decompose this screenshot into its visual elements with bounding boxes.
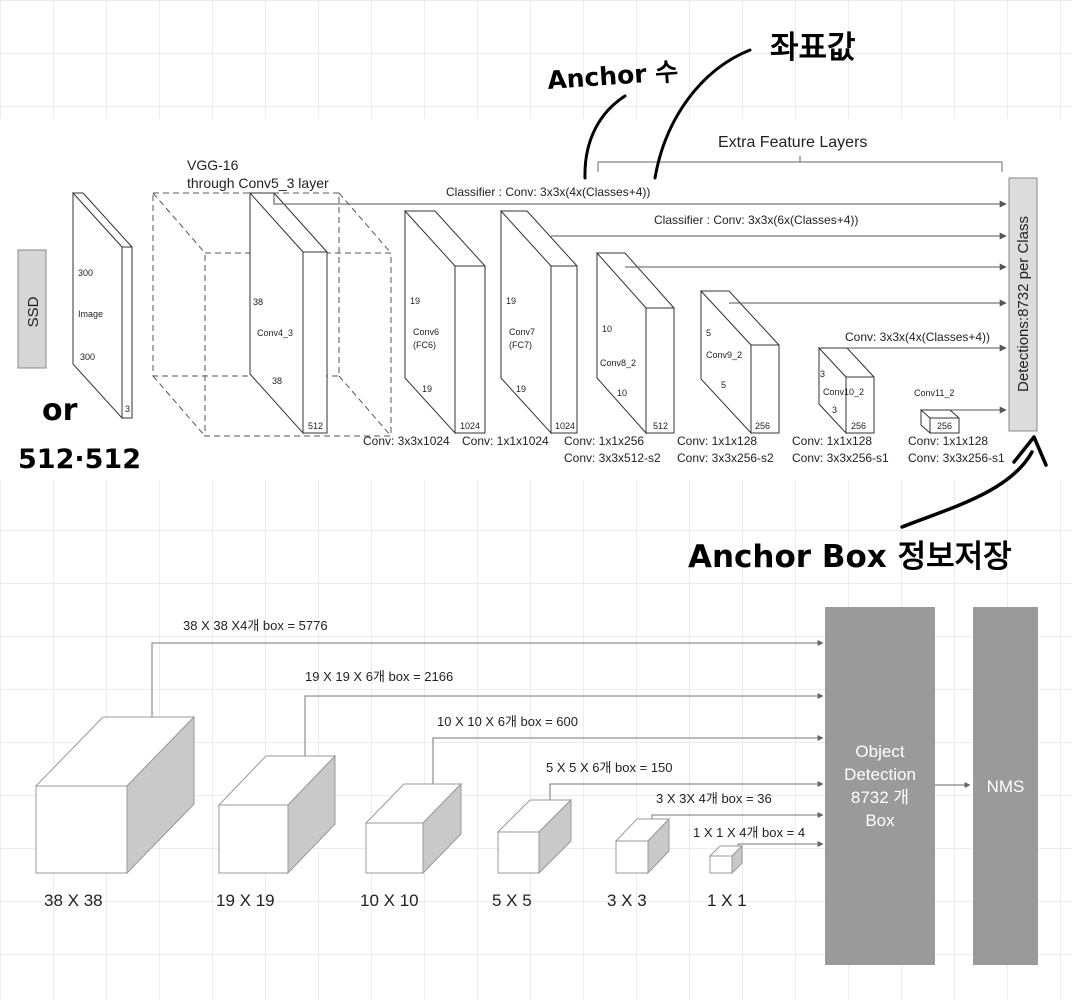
conv10-width-label: 3	[832, 405, 837, 415]
size-label: 3 X 3	[607, 891, 647, 910]
conv6-depth-label: 1024	[460, 421, 480, 431]
image-width-label: 300	[80, 352, 95, 362]
vgg-title-line1: VGG-16	[187, 157, 239, 173]
conv-label-c3b: Conv: 3x3x512-s2	[564, 451, 661, 465]
conv9-height-label: 5	[706, 328, 711, 338]
ssd-label: SSD	[25, 296, 42, 327]
handwritten-anchor-count: Anchor 수	[546, 57, 679, 95]
nms-panel: NMS	[973, 607, 1038, 965]
box-count-label: 5 X 5 X 6개 box = 150	[546, 760, 673, 775]
conv7-height-label: 19	[506, 296, 516, 306]
conv7-block: 19 Conv7 (FC7) 19 1024	[500, 209, 578, 435]
size-label: 1 X 1	[707, 891, 747, 910]
image-depth-label: 3	[125, 404, 130, 414]
conv6-height-label: 19	[410, 296, 420, 306]
conv-label-c4a: Conv: 1x1x128	[677, 434, 757, 448]
conv8-width-label: 10	[617, 388, 627, 398]
conv10-2-block: 3 Conv10_2 3 256	[818, 346, 875, 435]
box-count-label: 38 X 38 X4개 box = 5776	[183, 618, 328, 633]
box-count-label: 19 X 19 X 6개 box = 2166	[305, 669, 453, 684]
object-detection-panel: Object Detection 8732 개 Box	[825, 607, 935, 965]
handwritten-coords-stroke	[653, 48, 752, 180]
handwritten-store-arrowhead	[1012, 435, 1048, 467]
handwritten-anchor-box-store: Anchor Box 정보저장	[688, 539, 1012, 575]
image-name-label: Image	[78, 309, 103, 319]
conv6-name-label: Conv6	[413, 327, 439, 337]
conv6-fc-label: (FC6)	[413, 340, 436, 350]
conv4-width-label: 38	[272, 376, 282, 386]
classifier-label-1: Classifier : Conv: 3x3x(4x(Classes+4))	[446, 185, 650, 199]
conv-label-c3a: Conv: 1x1x256	[564, 434, 644, 448]
size-label: 19 X 19	[216, 891, 275, 910]
conv4-name-label: Conv4_3	[257, 328, 293, 338]
conv-label-c6a: Conv: 1x1x128	[908, 434, 988, 448]
conv10-height-label: 3	[820, 369, 825, 379]
handwritten-or: or	[42, 393, 78, 428]
cube-10	[364, 782, 463, 875]
classifier-label-3: Conv: 3x3x(4x(Classes+4))	[845, 330, 990, 344]
conv8-depth-label: 512	[653, 421, 668, 431]
conv10-depth-label: 256	[851, 421, 866, 431]
cube-19	[217, 754, 337, 875]
box-count-arrows	[151, 640, 824, 847]
nms-label: NMS	[986, 776, 1025, 796]
conv6-block: 19 Conv6 (FC6) 19 1024	[404, 209, 486, 435]
conv4-3-block: 38 Conv4_3 38 512	[249, 191, 328, 435]
cube-5	[496, 798, 573, 875]
handwritten-store-stroke	[900, 450, 1034, 529]
object-detection-line: Detection	[844, 765, 916, 784]
cube-1	[708, 844, 744, 875]
cube-38	[34, 715, 196, 875]
conv-label-c4b: Conv: 3x3x256-s2	[677, 451, 774, 465]
conv11-2-block: Conv11_2 256	[914, 388, 960, 435]
object-detection-line: Object	[855, 742, 905, 761]
box-count-label: 10 X 10 X 6개 box = 600	[437, 714, 578, 729]
ssd-label-box	[17, 249, 47, 369]
size-label: 10 X 10	[360, 891, 419, 910]
vgg-title-line2: through Conv5_3 layer	[187, 175, 329, 191]
object-detection-line: Box	[865, 811, 895, 830]
conv6-width-label: 19	[422, 384, 432, 394]
conv9-name-label: Conv9_2	[706, 350, 742, 360]
conv8-name-label: Conv8_2	[600, 358, 636, 368]
classifier-label-2: Classifier : Conv: 3x3x(6x(Classes+4))	[654, 213, 858, 227]
object-detection-line: 8732 개	[850, 788, 910, 807]
image-block: 300 Image 300 3	[72, 191, 133, 420]
size-label: 5 X 5	[492, 891, 532, 910]
conv-label-c1: Conv: 3x3x1024	[363, 434, 450, 448]
conv-label-c5a: Conv: 1x1x128	[792, 434, 872, 448]
conv7-name-label: Conv7	[509, 327, 535, 337]
conv9-width-label: 5	[721, 380, 726, 390]
extra-layers-title: Extra Feature Layers	[718, 134, 867, 151]
conv9-depth-label: 256	[755, 421, 770, 431]
conv7-width-label: 19	[516, 384, 526, 394]
conv11-name-label: Conv11_2	[914, 388, 954, 398]
conv10-name-label: Conv10_2	[823, 387, 864, 397]
handwritten-size-512: 512·512	[18, 444, 141, 475]
conv4-height-label: 38	[253, 297, 263, 307]
detections-box	[1008, 177, 1038, 432]
cube-3	[614, 817, 671, 875]
conv-label-c2: Conv: 1x1x1024	[462, 434, 549, 448]
size-label: 38 X 38	[44, 891, 103, 910]
conv7-depth-label: 1024	[555, 421, 575, 431]
handwritten-coords: 좌표값	[770, 30, 856, 66]
conv8-2-block: 10 Conv8_2 10 512	[596, 251, 675, 435]
box-count-label: 3 X 3X 4개 box = 36	[656, 791, 772, 806]
conv11-depth-label: 256	[937, 421, 952, 431]
conv8-height-label: 10	[602, 324, 612, 334]
conv-label-c6b: Conv: 3x3x256-s1	[908, 451, 1005, 465]
box-count-label: 1 X 1 X 4개 box = 4	[693, 825, 805, 840]
handwritten-anchor-stroke	[583, 94, 627, 180]
image-height-label: 300	[78, 268, 93, 278]
conv4-depth-label: 512	[308, 421, 323, 431]
conv9-2-block: 5 Conv9_2 5 256	[700, 289, 780, 435]
feature-arrows	[273, 193, 1007, 414]
conv7-fc-label: (FC7)	[509, 340, 532, 350]
detections-label: Detections:8732 per Class	[1015, 216, 1032, 392]
conv-label-c5b: Conv: 3x3x256-s1	[792, 451, 889, 465]
